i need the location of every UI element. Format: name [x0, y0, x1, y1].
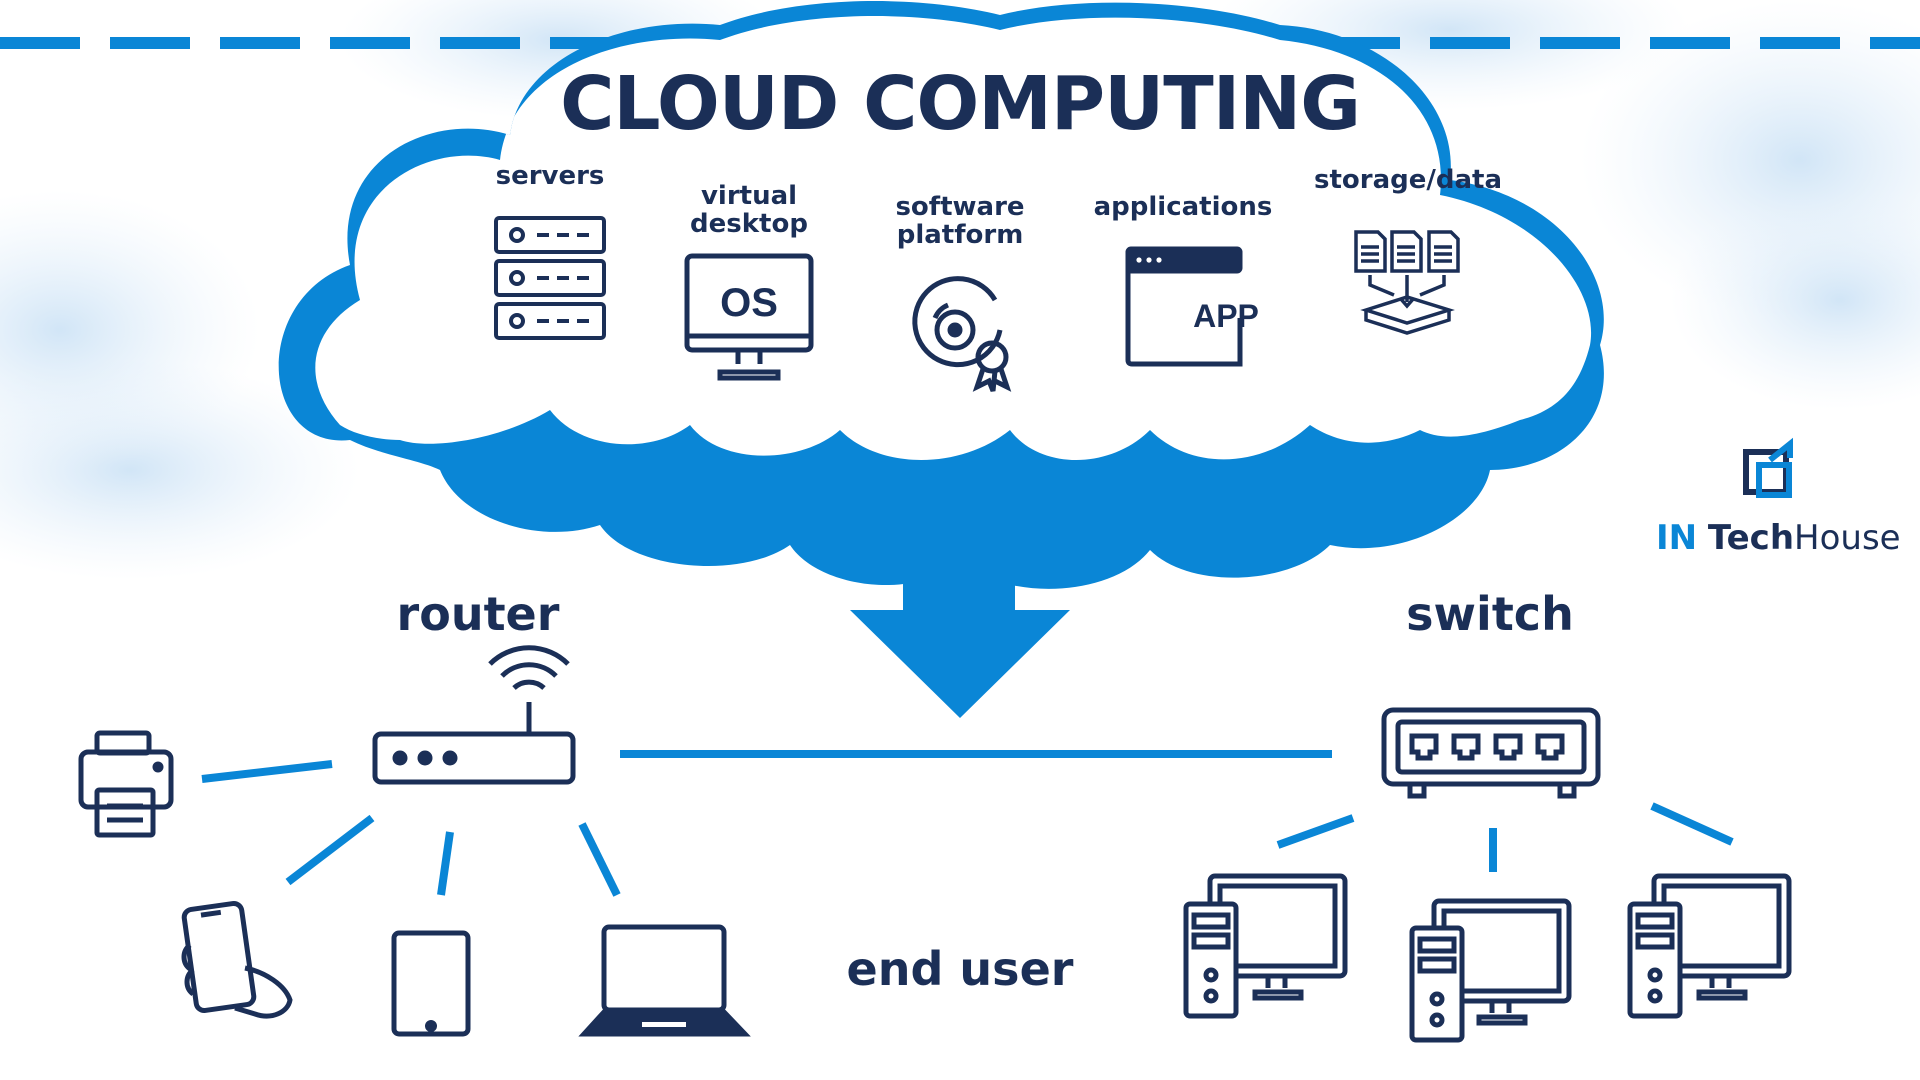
- end-user-label: end user: [846, 942, 1074, 996]
- brand-house: House: [1794, 518, 1901, 558]
- storage-icon: [1354, 230, 1460, 335]
- switch-label: switch: [1406, 587, 1574, 641]
- router-label: router: [396, 587, 560, 641]
- cloud-shape: [278, 1, 1604, 589]
- app-window-icon: [1125, 246, 1243, 367]
- laptop-icon: [578, 924, 751, 1037]
- software-platform-label-line2: platform: [896, 220, 1024, 250]
- storage-data-label: storage/data: [1313, 165, 1502, 195]
- desktop-computer-icon: [1183, 873, 1348, 1019]
- software-platform-label-line1: software: [895, 192, 1025, 222]
- os-text: OS: [720, 281, 778, 325]
- brand-name: IN TechHouse: [1656, 518, 1901, 558]
- brand-logo-icon: [1743, 437, 1793, 498]
- down-arrow: [850, 560, 1070, 718]
- phone-icon: [181, 900, 293, 1019]
- desktop-computer-icon: [1409, 898, 1572, 1043]
- servers-icon: [494, 216, 606, 340]
- monitor-os-icon: [684, 253, 814, 381]
- desktop-computer-icon: [1627, 873, 1792, 1019]
- brand-in: IN: [1656, 518, 1698, 558]
- connection-lines: [201, 750, 1734, 897]
- switch-icon: [1381, 707, 1601, 799]
- software-disc-icon: [912, 276, 1012, 392]
- page-title: CLOUD COMPUTING: [560, 61, 1361, 147]
- brand-tech: Tech: [1707, 518, 1795, 558]
- background-clouds: [0, 0, 1920, 580]
- servers-label: servers: [495, 161, 605, 191]
- virtual-desktop-label-line1: virtual: [700, 181, 798, 211]
- applications-label: applications: [1093, 192, 1273, 222]
- router-icon: [372, 645, 576, 785]
- virtual-desktop-label-line2: desktop: [690, 209, 808, 239]
- app-text: APP: [1193, 298, 1259, 334]
- printer-icon: [78, 730, 174, 838]
- tablet-icon: [391, 930, 471, 1037]
